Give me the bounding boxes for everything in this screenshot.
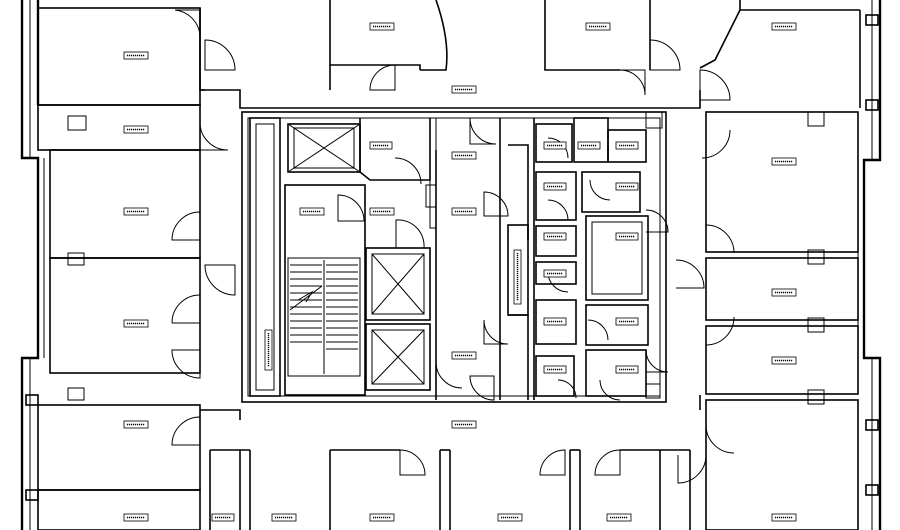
core-small-5	[581, 171, 641, 213]
office-room	[37, 489, 201, 530]
room-label-tag	[771, 22, 797, 31]
room-label-tag	[771, 513, 797, 522]
exterior-walls	[20, 0, 882, 530]
room-label-tag	[771, 356, 797, 365]
room-label-tag	[497, 513, 523, 522]
room-label-tag	[369, 141, 393, 150]
door-swings	[171, 9, 735, 484]
room-label-tag	[271, 513, 297, 522]
room-label-tag	[451, 151, 477, 160]
stair-shaft	[249, 117, 281, 397]
room-label-tag	[543, 141, 567, 150]
core-small-10	[535, 355, 575, 397]
perimeter-offices	[37, 0, 861, 530]
office-room	[37, 7, 201, 106]
room-label-tag	[615, 232, 639, 241]
vertical-shaft-2	[507, 224, 529, 316]
room-label-tag	[451, 207, 477, 216]
room-label-tag	[211, 513, 235, 522]
room-label-tag	[543, 232, 567, 241]
room-label-tag	[615, 365, 639, 374]
office-room	[49, 257, 201, 374]
room-label-tag	[771, 157, 797, 166]
room-label-tag	[369, 22, 395, 31]
core-small-11	[585, 349, 647, 397]
core-small-8	[535, 299, 577, 345]
core-small-4	[535, 171, 577, 221]
elevator-2	[365, 323, 431, 391]
room-label-tag	[451, 420, 477, 429]
core-stair	[284, 184, 366, 396]
office-room	[37, 404, 201, 491]
office-room	[37, 104, 201, 151]
core-small-1	[535, 123, 573, 163]
room-label-tag	[123, 207, 149, 216]
core-small-3	[607, 129, 647, 163]
room-label-tag	[615, 317, 639, 326]
room-label-tag	[299, 207, 325, 216]
office-room	[705, 399, 859, 530]
stair-treads	[287, 257, 361, 377]
room-label-tag	[451, 351, 477, 360]
room-label-tag	[123, 125, 149, 134]
office-room	[705, 325, 859, 395]
room-label-tag-vertical	[264, 329, 273, 371]
room-label-tag	[451, 85, 477, 94]
core-small-9	[585, 304, 649, 346]
core-small-2	[573, 117, 609, 163]
room-label-tag	[543, 317, 567, 326]
room-labels	[123, 22, 797, 522]
core-mech	[585, 215, 649, 301]
room-label-tag	[543, 269, 567, 278]
room-label-tag-vertical	[513, 249, 522, 305]
corridor	[200, 89, 701, 420]
room-label-tag	[123, 420, 149, 429]
room-label-tag	[123, 319, 149, 328]
room-label-tag	[615, 141, 639, 150]
room-label-tag	[606, 513, 632, 522]
core-small-6	[535, 225, 577, 257]
core-small-7	[535, 261, 577, 285]
room-label-tag	[369, 207, 395, 216]
room-label-tag	[585, 22, 611, 31]
office-room	[705, 111, 859, 253]
room-label-tag	[543, 365, 567, 374]
office-room	[49, 149, 201, 259]
room-label-tag	[123, 513, 149, 522]
room-label-tag	[123, 51, 149, 60]
room-label-tag	[543, 182, 567, 191]
building-core	[241, 111, 667, 403]
office-room	[705, 257, 859, 321]
room-label-tag	[771, 288, 797, 297]
room-label-tag	[369, 513, 395, 522]
room-label-tag	[615, 182, 639, 191]
room-label-tag	[577, 141, 601, 150]
